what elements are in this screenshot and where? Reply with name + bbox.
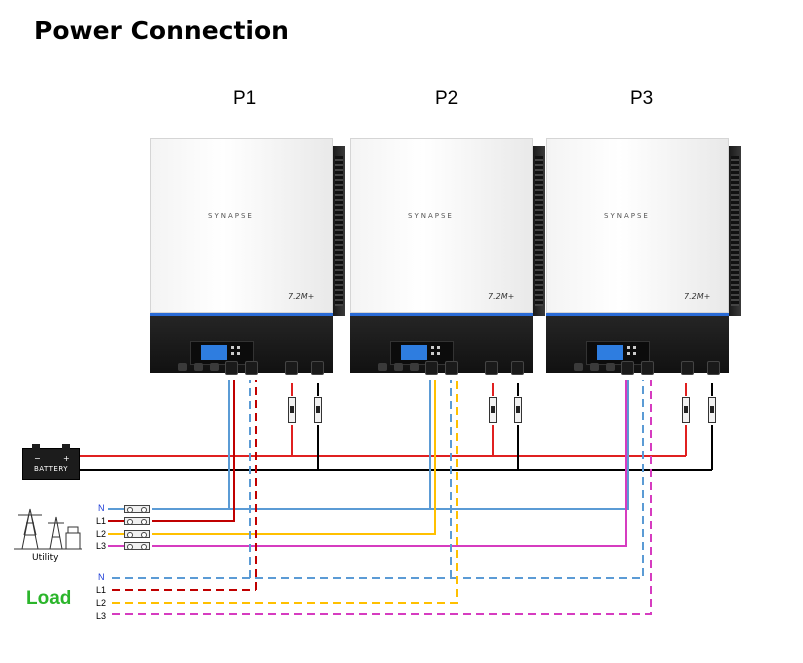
- load-l1-label: L1: [96, 585, 107, 595]
- utility-l3-line: [152, 380, 627, 547]
- lcd-display: [190, 341, 254, 365]
- inverter-label-p1: P1: [233, 88, 257, 109]
- load-l3-label: L3: [96, 611, 107, 621]
- brand-logo: SYNAPSE: [208, 212, 254, 220]
- utility-neutral-line: [152, 380, 629, 510]
- lcd-display: [390, 341, 454, 365]
- load-l3-line: [112, 380, 652, 615]
- utility-n-breaker: [124, 505, 150, 513]
- model-label: 7.2M+: [288, 292, 315, 301]
- utility-l2-label: L2: [96, 529, 107, 539]
- battery-breaker-pos: [489, 397, 497, 423]
- utility-n-label: N: [98, 503, 105, 513]
- battery-minus-sign: −: [34, 454, 41, 463]
- battery-breaker-pos: [682, 397, 690, 423]
- utility-l2-line: [152, 380, 436, 535]
- brand-logo: SYNAPSE: [604, 212, 650, 220]
- load-n-label: N: [98, 572, 105, 582]
- inverter-label-p2: P2: [435, 88, 459, 109]
- utility-l2-breaker: [124, 530, 150, 538]
- utility-l1-label: L1: [96, 516, 107, 526]
- page-title: Power Connection: [34, 16, 289, 45]
- utility-l1-line: [152, 380, 235, 522]
- load-neutral-line: [112, 380, 644, 579]
- battery-breaker-neg: [514, 397, 522, 423]
- utility-tower-icon: [14, 508, 82, 550]
- utility-l3-breaker: [124, 542, 150, 550]
- model-label: 7.2M+: [684, 292, 711, 301]
- utility-l1-breaker: [124, 517, 150, 525]
- lcd-display: [586, 341, 650, 365]
- load-label: Load: [26, 588, 72, 609]
- model-label: 7.2M+: [488, 292, 515, 301]
- battery-icon: − + BATTERY: [22, 444, 80, 480]
- brand-logo: SYNAPSE: [408, 212, 454, 220]
- battery-label: BATTERY: [33, 465, 69, 473]
- battery-breaker-neg: [708, 397, 716, 423]
- utility-label: Utility: [32, 553, 59, 563]
- load-l2-line: [112, 380, 458, 604]
- load-l2-label: L2: [96, 598, 107, 608]
- inverter-p2: SYNAPSE 7.2M+: [350, 138, 547, 383]
- battery-plus-sign: +: [63, 454, 70, 463]
- battery-breaker-neg: [314, 397, 322, 423]
- inverter-label-p3: P3: [630, 88, 654, 109]
- battery-breaker-pos: [288, 397, 296, 423]
- inverter-p1: SYNAPSE 7.2M+: [150, 138, 347, 383]
- inverter-p3: SYNAPSE 7.2M+: [546, 138, 743, 383]
- utility-l3-label: L3: [96, 541, 107, 551]
